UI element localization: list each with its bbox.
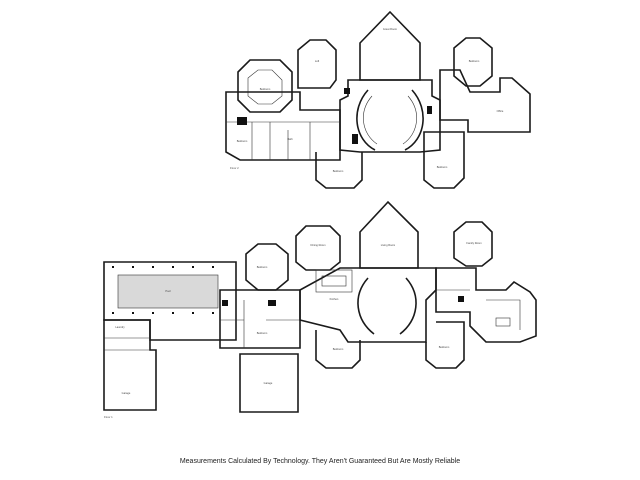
upper-room-label: Bedroom bbox=[333, 169, 344, 173]
upper-room-label: Bath bbox=[287, 137, 293, 141]
lower-room-label: Pool bbox=[165, 289, 171, 293]
lower-room-label: Bedroom bbox=[439, 345, 450, 349]
lower-room-label: Bedroom bbox=[257, 331, 268, 335]
lower-room-label: Family Room bbox=[466, 241, 481, 245]
upper-floor-plan: Floor 2 bbox=[225, 10, 531, 189]
lower-room-label: Bedroom bbox=[333, 347, 344, 351]
lower-room-label: Bedroom bbox=[257, 265, 268, 269]
upper-floor-label: Floor 2 bbox=[230, 166, 239, 170]
measurement-disclaimer: Measurements Calculated By Technology. T… bbox=[179, 458, 461, 465]
lower-room-label: Garage bbox=[122, 391, 131, 395]
lower-room-label: Laundry bbox=[115, 325, 125, 329]
lower-room-label: Dining Room bbox=[311, 243, 326, 247]
lower-room-label: Kitchen bbox=[330, 297, 339, 301]
upper-room-label: Bedroom bbox=[260, 87, 271, 91]
lower-room-label: Garage bbox=[264, 381, 273, 385]
lower-floor-plan: Floor 1 bbox=[103, 200, 537, 419]
upper-room-label: Bedroom bbox=[469, 59, 480, 63]
lower-floor-label: Floor 1 bbox=[104, 415, 113, 419]
upper-room-label: Loft bbox=[315, 59, 320, 63]
upper-room-label: Office bbox=[497, 109, 504, 113]
upper-room-label: Great Room bbox=[383, 27, 397, 31]
lower-room-label: Living Room bbox=[381, 243, 395, 247]
upper-room-label: Bedroom bbox=[237, 139, 248, 143]
pool-shape bbox=[117, 274, 219, 309]
upper-room-label: Bedroom bbox=[437, 165, 448, 169]
